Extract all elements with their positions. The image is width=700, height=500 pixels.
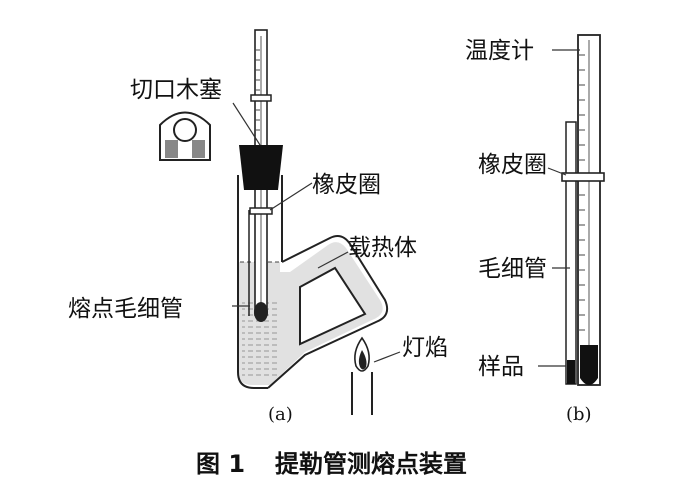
- rubber-ring-a: [249, 207, 273, 215]
- sublabel-a: (a): [268, 404, 293, 425]
- capillary-tube-b: [565, 121, 577, 385]
- figure-b: 温度计 橡皮圈 毛细管 样品 (b): [465, 34, 605, 425]
- label-heat-medium: 载热体: [348, 235, 417, 261]
- burner: [351, 336, 373, 415]
- label-rubber-ring-b: 橡皮圈: [478, 152, 547, 178]
- caption-title: 提勒管测熔点装置: [275, 450, 467, 478]
- label-stopper: 切口木塞: [130, 77, 222, 103]
- label-rubber-ring-a: 橡皮圈: [312, 172, 381, 198]
- label-thermometer: 温度计: [465, 38, 534, 64]
- caption-number: 图 1: [196, 450, 245, 478]
- stopper: [239, 145, 283, 190]
- sample: [567, 360, 575, 384]
- thiele-tube: [237, 175, 389, 389]
- label-capillary-b: 毛细管: [478, 256, 547, 282]
- label-lamp: 灯焰: [402, 335, 448, 361]
- thermometer-b: [577, 34, 601, 386]
- rubber-ring-upper: [250, 94, 272, 102]
- sublabel-b: (b): [566, 404, 592, 425]
- label-capillary-a: 熔点毛细管: [68, 296, 183, 322]
- label-sample: 样品: [478, 354, 524, 380]
- stopper-section-icon: [159, 111, 211, 161]
- rubber-ring-b: [561, 172, 605, 182]
- figure-a: 切口木塞 橡皮圈 载热体 熔点毛细管 灯焰 (a): [68, 29, 448, 425]
